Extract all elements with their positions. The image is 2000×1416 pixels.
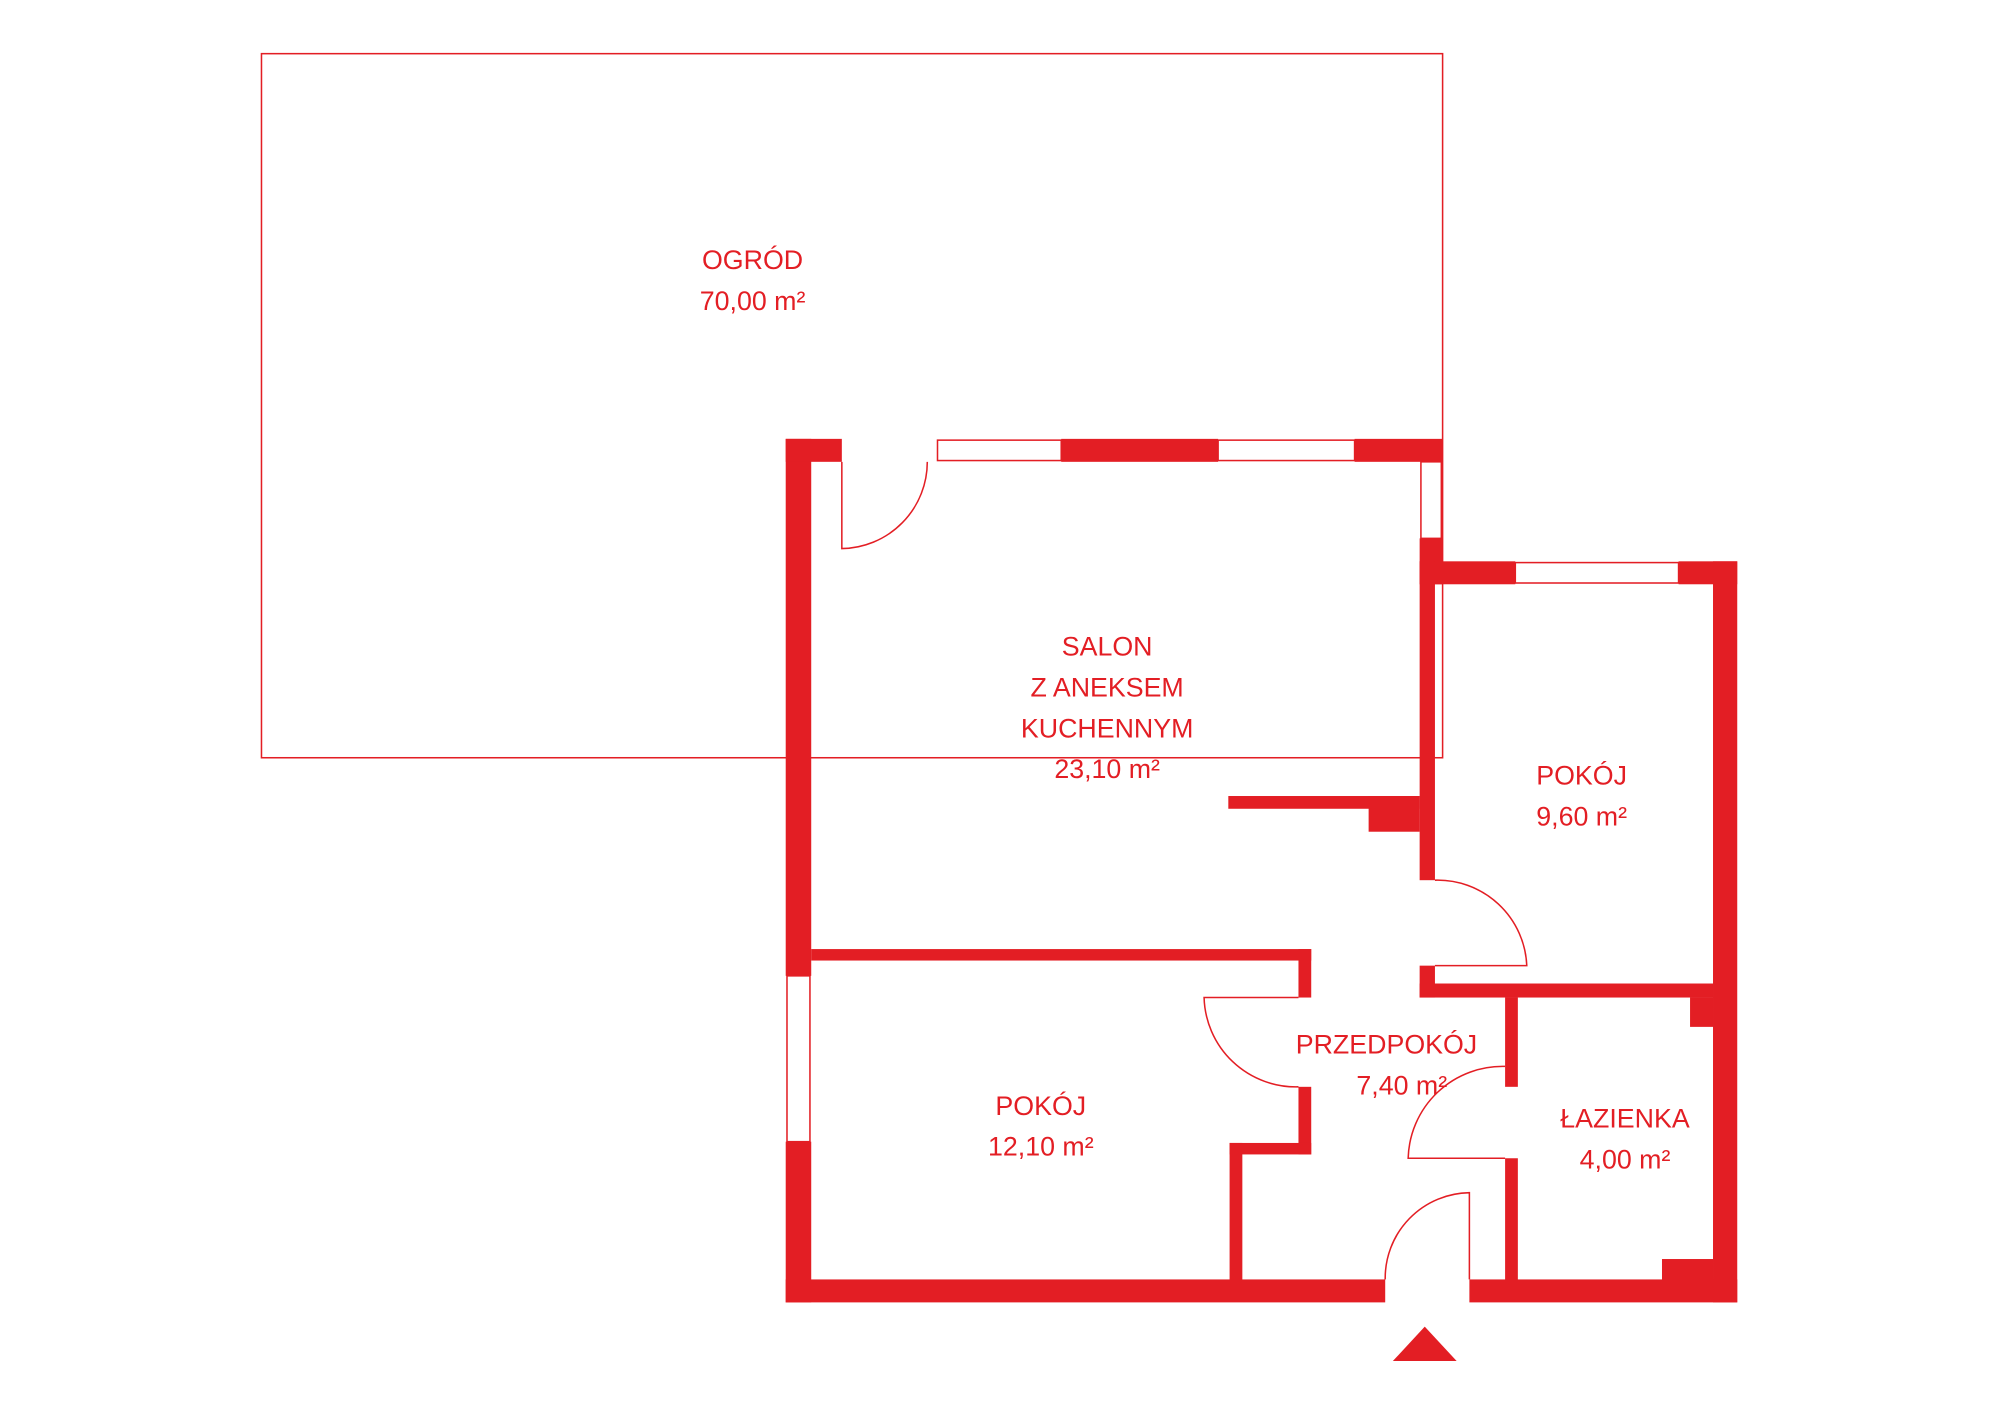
garden-area: 70,00 m²: [700, 286, 806, 316]
door-entrance: [1384, 1191, 1471, 1280]
living-area: 23,10 m²: [1054, 754, 1160, 784]
walls: [785, 438, 1738, 1303]
door-garden: [841, 461, 929, 550]
hall-area: 7,40 m²: [1356, 1070, 1447, 1100]
room-large-label: POKÓJ: [995, 1090, 1086, 1121]
room-large-area: 12,10 m²: [988, 1132, 1094, 1162]
window: [1217, 439, 1356, 462]
room-small-label: POKÓJ: [1536, 760, 1627, 791]
window: [936, 439, 1062, 462]
bathroom-label: ŁAZIENKA: [1560, 1104, 1690, 1134]
garden-label: OGRÓD: [702, 244, 803, 275]
living-label-1: SALON: [1062, 632, 1153, 662]
door-room-large: [1203, 996, 1299, 1088]
garden-outline: [260, 52, 1444, 759]
living-label-2: Z ANEKSEM: [1031, 673, 1184, 703]
window: [1420, 461, 1443, 540]
hall-label: PRZEDPOKÓJ: [1296, 1029, 1477, 1060]
entrance-triangle-icon: [1392, 1326, 1457, 1362]
bathroom-area: 4,00 m²: [1580, 1144, 1671, 1174]
living-label-3: KUCHENNYM: [1021, 713, 1194, 743]
door-bathroom: [1407, 1065, 1506, 1160]
window: [1514, 561, 1680, 584]
window: [786, 975, 811, 1143]
door-room-small: [1434, 879, 1528, 967]
room-small-area: 9,60 m²: [1536, 801, 1627, 831]
